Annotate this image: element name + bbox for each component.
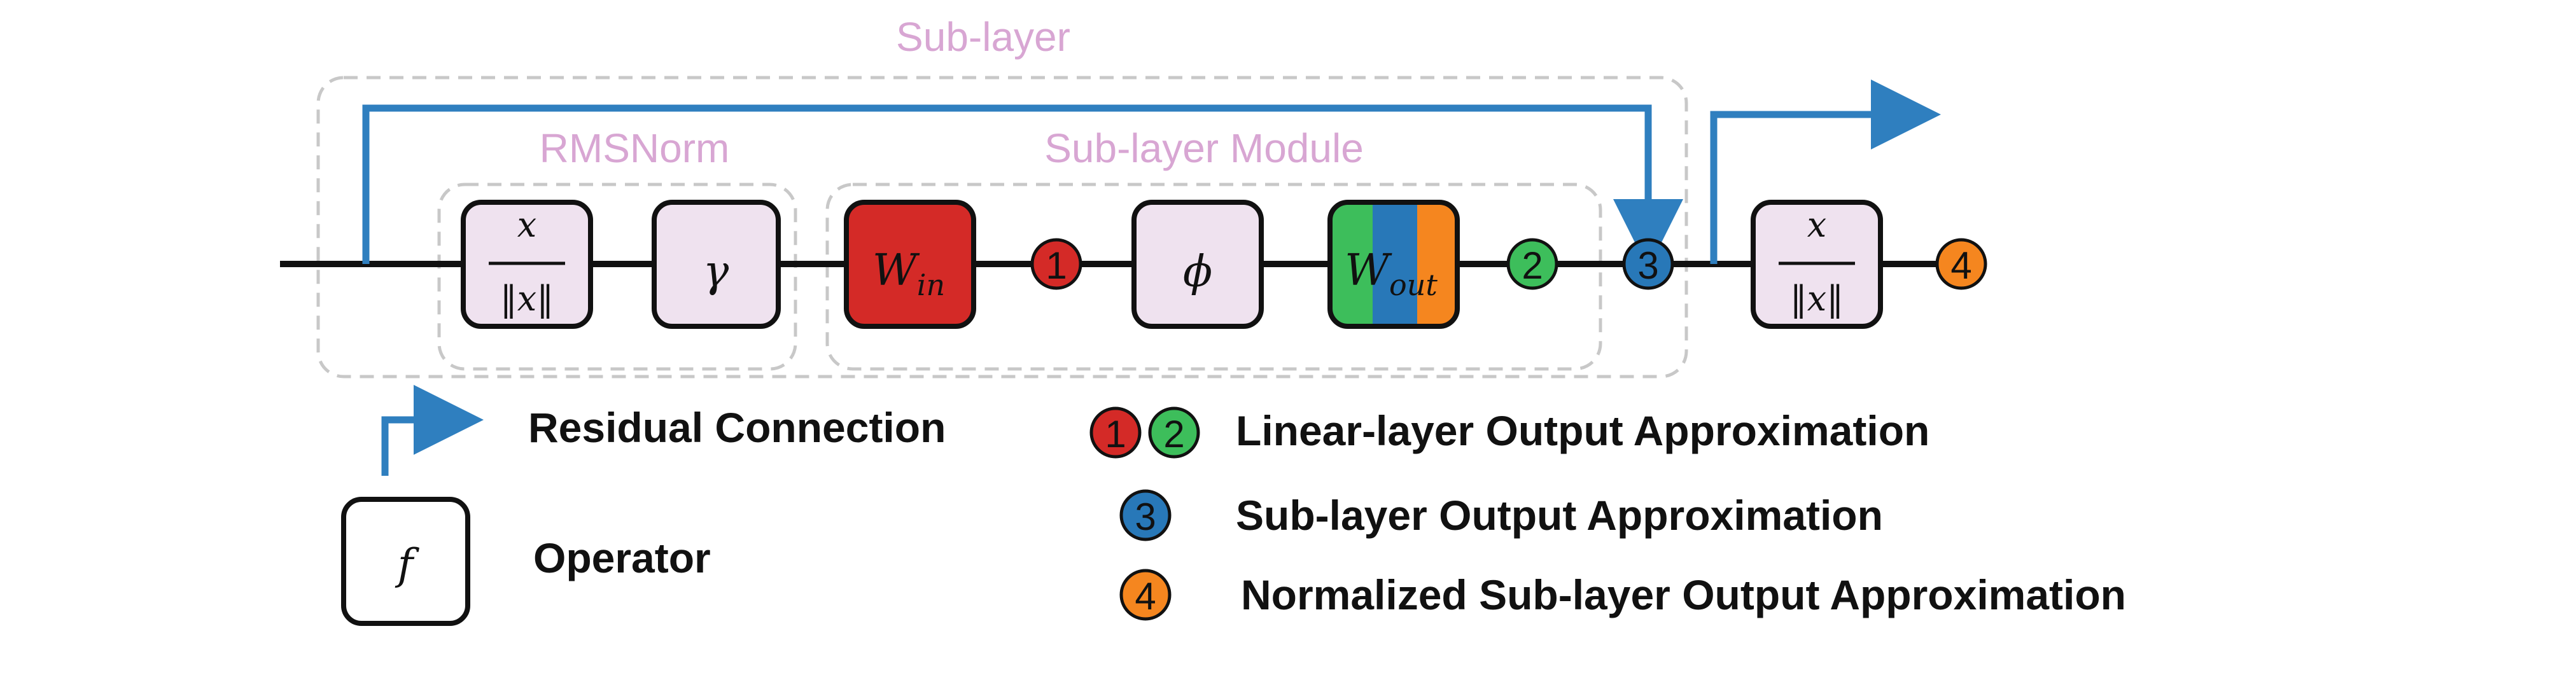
sublayer-module-region bbox=[825, 183, 1602, 371]
gamma-operator: γ bbox=[652, 200, 781, 329]
rmsnorm-label: RMSNorm bbox=[540, 125, 730, 171]
legend-residual-arrow-icon bbox=[381, 385, 484, 476]
legend-residual-label: Residual Connection bbox=[528, 404, 946, 451]
badge-3-sublayer-out: 3 bbox=[1622, 238, 1674, 290]
legend-badge-2: 2 bbox=[1148, 406, 1200, 459]
phi-symbol: ϕ bbox=[1183, 247, 1212, 297]
svg-text:4: 4 bbox=[1135, 575, 1156, 618]
sublayer-label: Sub-layer bbox=[896, 14, 1070, 60]
output-residual-arrow bbox=[1710, 80, 1941, 264]
w-out-base: W bbox=[1345, 246, 1392, 296]
sublayer-module-label: Sub-layer Module bbox=[1044, 125, 1364, 171]
legend-normalized-label: Normalized Sub-layer Output Approximatio… bbox=[1241, 571, 2126, 618]
badge-2-number: 2 bbox=[1522, 244, 1543, 287]
w-in-operator: Win bbox=[844, 200, 976, 329]
gamma-symbol: γ bbox=[703, 247, 729, 297]
svg-text:Wout: Wout bbox=[1345, 246, 1438, 302]
output-norm-denominator: ‖x‖ bbox=[1790, 279, 1844, 319]
residual-connection-arrow bbox=[362, 104, 1683, 269]
badge-2-linear-out: 2 bbox=[1506, 238, 1558, 290]
badge-1-linear-in: 1 bbox=[1030, 238, 1082, 290]
w-in-subscript: in bbox=[917, 268, 945, 302]
badge-1-number: 1 bbox=[1046, 244, 1067, 287]
legend-badge-4: 4 bbox=[1119, 569, 1172, 621]
norm-numerator: x bbox=[517, 205, 536, 245]
badge-3-number: 3 bbox=[1637, 244, 1658, 287]
w-out-operator: Wout bbox=[1327, 200, 1460, 329]
w-out-subscript: out bbox=[1389, 268, 1438, 302]
norm-denominator: ‖x‖ bbox=[500, 279, 554, 319]
svg-text:2: 2 bbox=[1163, 413, 1184, 455]
legend-operator-box-icon: f bbox=[341, 497, 470, 626]
rmsnorm-region bbox=[437, 183, 797, 371]
legend-linear-label: Linear-layer Output Approximation bbox=[1236, 407, 1929, 454]
legend-operator-label: Operator bbox=[533, 534, 711, 581]
legend-badge-1: 1 bbox=[1089, 406, 1142, 459]
output-norm-operator: x ‖x‖ bbox=[1751, 200, 1883, 329]
badge-4-normalized-out: 4 bbox=[1935, 238, 1987, 290]
legend-sublayer-label: Sub-layer Output Approximation bbox=[1236, 492, 1883, 539]
svg-text:1: 1 bbox=[1105, 413, 1126, 455]
norm-operator: x ‖x‖ bbox=[461, 200, 593, 329]
w-in-base: W bbox=[872, 246, 920, 296]
svg-text:3: 3 bbox=[1135, 496, 1156, 538]
sublayer-region bbox=[316, 76, 1688, 378]
badge-4-number: 4 bbox=[1950, 244, 1971, 287]
svg-text:Win: Win bbox=[872, 246, 945, 302]
phi-operator: ϕ bbox=[1131, 200, 1264, 329]
legend-badge-3: 3 bbox=[1119, 489, 1172, 541]
output-norm-numerator: x bbox=[1807, 205, 1826, 245]
